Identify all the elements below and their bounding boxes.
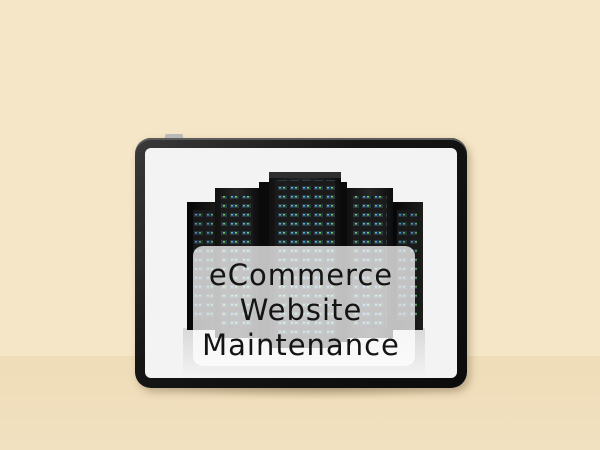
title-overlay-box	[193, 246, 415, 366]
title-line-3: Maintenance	[202, 328, 400, 362]
tablet-button	[165, 134, 183, 138]
tablet-screen: eCommerce Website Maintenance	[145, 148, 457, 378]
title-line-2: Website	[239, 293, 363, 327]
title-line-1: eCommerce	[208, 258, 394, 292]
